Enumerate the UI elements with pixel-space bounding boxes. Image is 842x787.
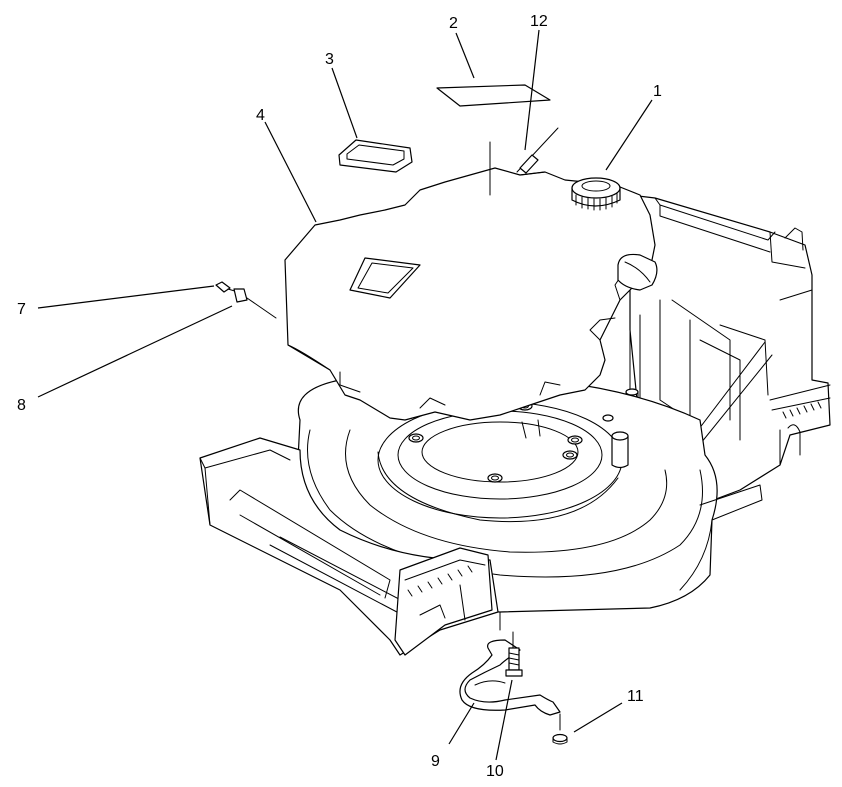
callout-11: 11 — [627, 688, 644, 705]
callout-3: 3 — [325, 51, 334, 68]
throttle-cable — [516, 127, 559, 174]
leader-4 — [264, 121, 317, 223]
leader-1 — [605, 99, 653, 171]
gasket — [338, 139, 413, 173]
leader-lines — [37, 29, 653, 761]
fuel-cap — [571, 177, 621, 211]
callout-1: 1 — [653, 83, 662, 100]
screw-11 — [552, 713, 568, 745]
callout-4: 4 — [256, 107, 265, 124]
leader-7 — [37, 285, 215, 309]
decal — [436, 84, 551, 107]
bolt-10 — [505, 631, 523, 677]
leader-9 — [448, 702, 475, 745]
callout-12: 12 — [530, 13, 548, 30]
callout-9: 9 — [431, 753, 440, 770]
clip-8 — [233, 288, 277, 319]
callout-8: 8 — [17, 397, 26, 414]
callout-7: 7 — [17, 301, 26, 318]
leader-12 — [524, 29, 540, 151]
leader-11 — [573, 702, 623, 733]
blade-adapter-9 — [459, 639, 561, 716]
mower-deck-front-skirt — [199, 437, 499, 656]
leader-10 — [495, 679, 513, 761]
callout-2: 2 — [449, 15, 458, 32]
callout-10: 10 — [486, 763, 504, 780]
leader-2 — [455, 32, 475, 79]
leader-3 — [331, 67, 358, 139]
engine-assembly — [284, 141, 658, 421]
callout-labels: 1 2 3 4 7 8 9 10 11 12 — [17, 13, 662, 780]
leader-8 — [37, 305, 233, 398]
